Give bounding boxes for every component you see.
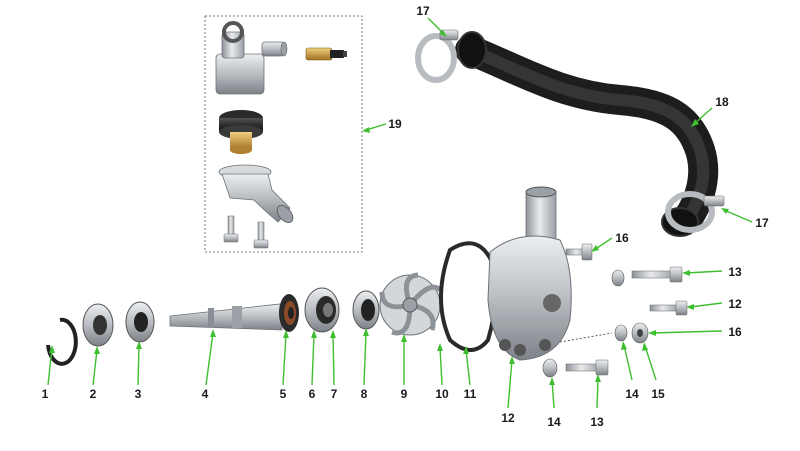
callout-1: 1 (42, 387, 49, 401)
washer-14-upper (611, 269, 625, 287)
temperature-sensor (305, 47, 347, 61)
washer-14-lower (542, 358, 558, 378)
washer-14-lower-right (614, 324, 628, 342)
bolt-12 (649, 300, 688, 316)
callout-17-lower: 17 (755, 216, 769, 230)
callout-5: 5 (280, 387, 287, 401)
callout-labels: 1 2 3 4 5 6 7 8 9 10 11 12 14 13 14 15 1… (42, 4, 769, 429)
callout-14-lower: 14 (547, 415, 561, 429)
bolt-16-upper (565, 243, 593, 261)
callout-2: 2 (90, 387, 97, 401)
impeller (379, 272, 442, 336)
bolt-13-lower (565, 359, 609, 376)
hose-clamp-lower (665, 191, 725, 233)
callout-13-upper: 13 (728, 265, 742, 279)
callout-15: 15 (651, 387, 665, 401)
callout-9: 9 (401, 387, 408, 401)
gasket (439, 241, 498, 352)
callout-12-bolt: 12 (728, 297, 742, 311)
callout-11: 11 (464, 387, 477, 401)
callout-3: 3 (135, 387, 142, 401)
bolt-13-upper (631, 266, 683, 283)
bearing-small (82, 303, 114, 347)
thermostat-group-dashed-frame (204, 15, 363, 253)
circlip (46, 317, 78, 366)
callout-8: 8 (361, 387, 368, 401)
thermostat-lower-elbow (218, 164, 294, 223)
pump-housing (487, 186, 572, 361)
callout-14-right: 14 (625, 387, 639, 401)
callout-12-housing: 12 (501, 411, 515, 425)
stud-guide-line (559, 332, 613, 343)
callout-13-lower: 13 (590, 415, 604, 429)
callout-19: 19 (388, 117, 402, 131)
pump-shaft (169, 303, 283, 331)
callout-16-right: 16 (728, 325, 742, 339)
callout-17-upper: 17 (416, 4, 430, 18)
callout-4: 4 (202, 387, 209, 401)
bearing (125, 301, 155, 343)
thermostat (219, 110, 263, 154)
thermostat-upper-housing (215, 21, 288, 95)
oil-seal (279, 294, 299, 332)
callout-16-upper: 16 (615, 231, 629, 245)
callout-7: 7 (331, 387, 338, 401)
callout-18: 18 (715, 95, 729, 109)
thermostat-bolts (223, 215, 269, 249)
water-seal (352, 290, 380, 330)
thermostat-housing-group (204, 15, 363, 253)
callout-6: 6 (309, 387, 316, 401)
callout-10: 10 (435, 387, 449, 401)
leader-lines (47, 17, 753, 409)
nut-15 (631, 322, 649, 344)
hose-clamp-upper (415, 29, 459, 83)
mechanical-seal-bearing (304, 287, 340, 333)
